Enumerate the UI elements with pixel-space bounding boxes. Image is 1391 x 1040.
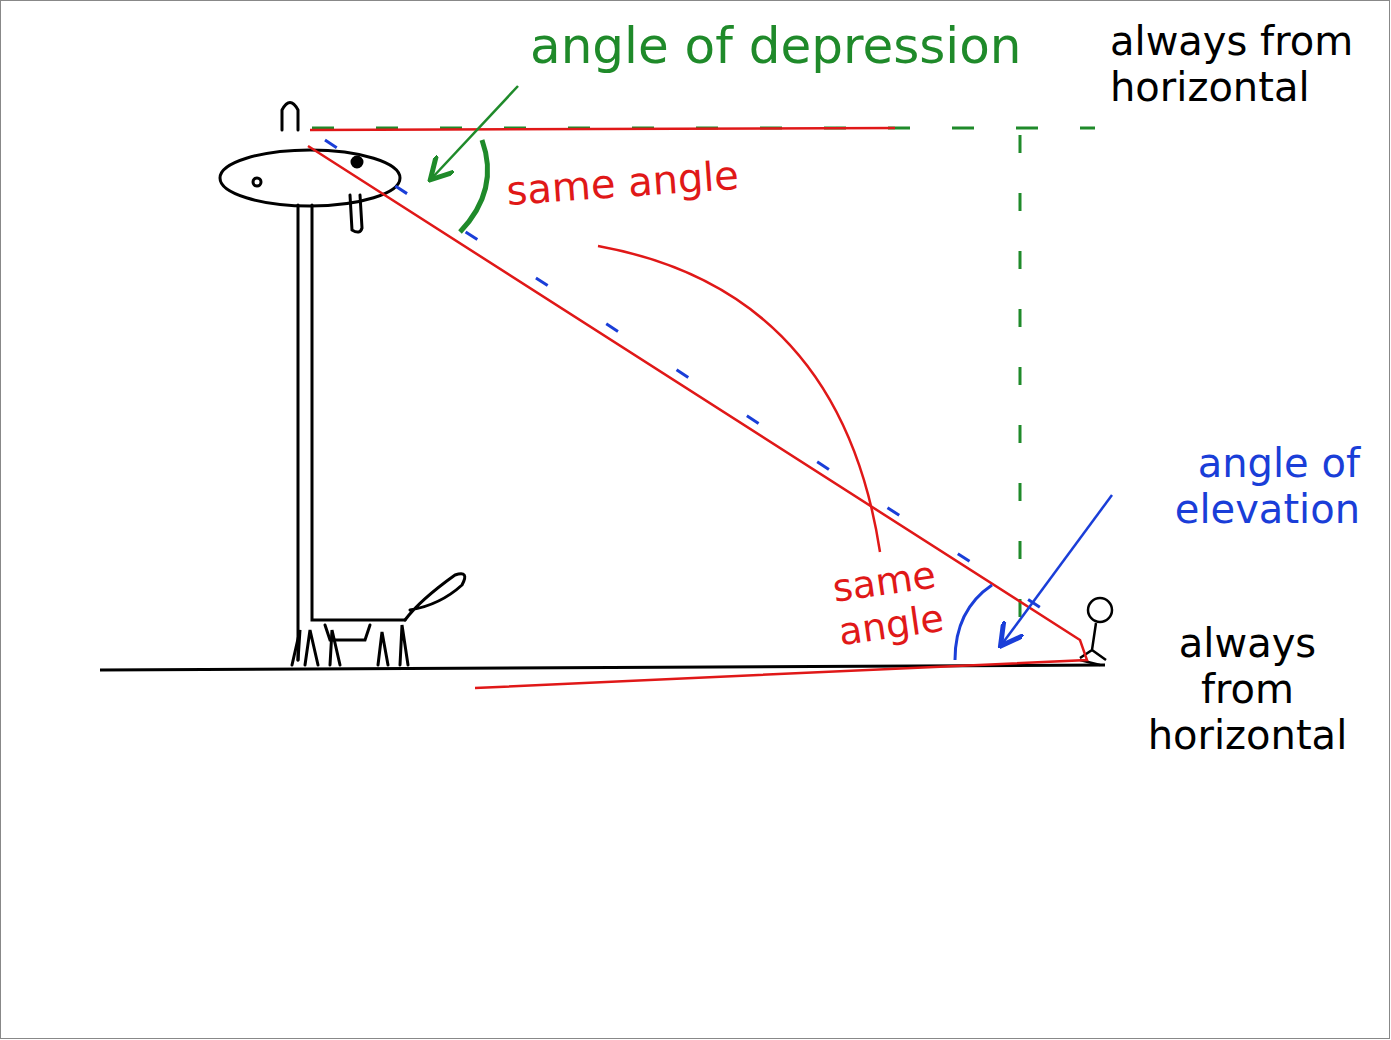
same-angle-label: same angle <box>505 152 740 214</box>
angle-of-elevation-label: angle of elevation <box>1130 440 1360 532</box>
horizontal-note: always from horizontal <box>1140 620 1355 758</box>
same-angle-label: same angle <box>830 551 966 655</box>
angle-of-depression-label: angle of depression <box>530 18 1021 76</box>
horizontal-note: always from horizontal <box>1110 18 1370 110</box>
